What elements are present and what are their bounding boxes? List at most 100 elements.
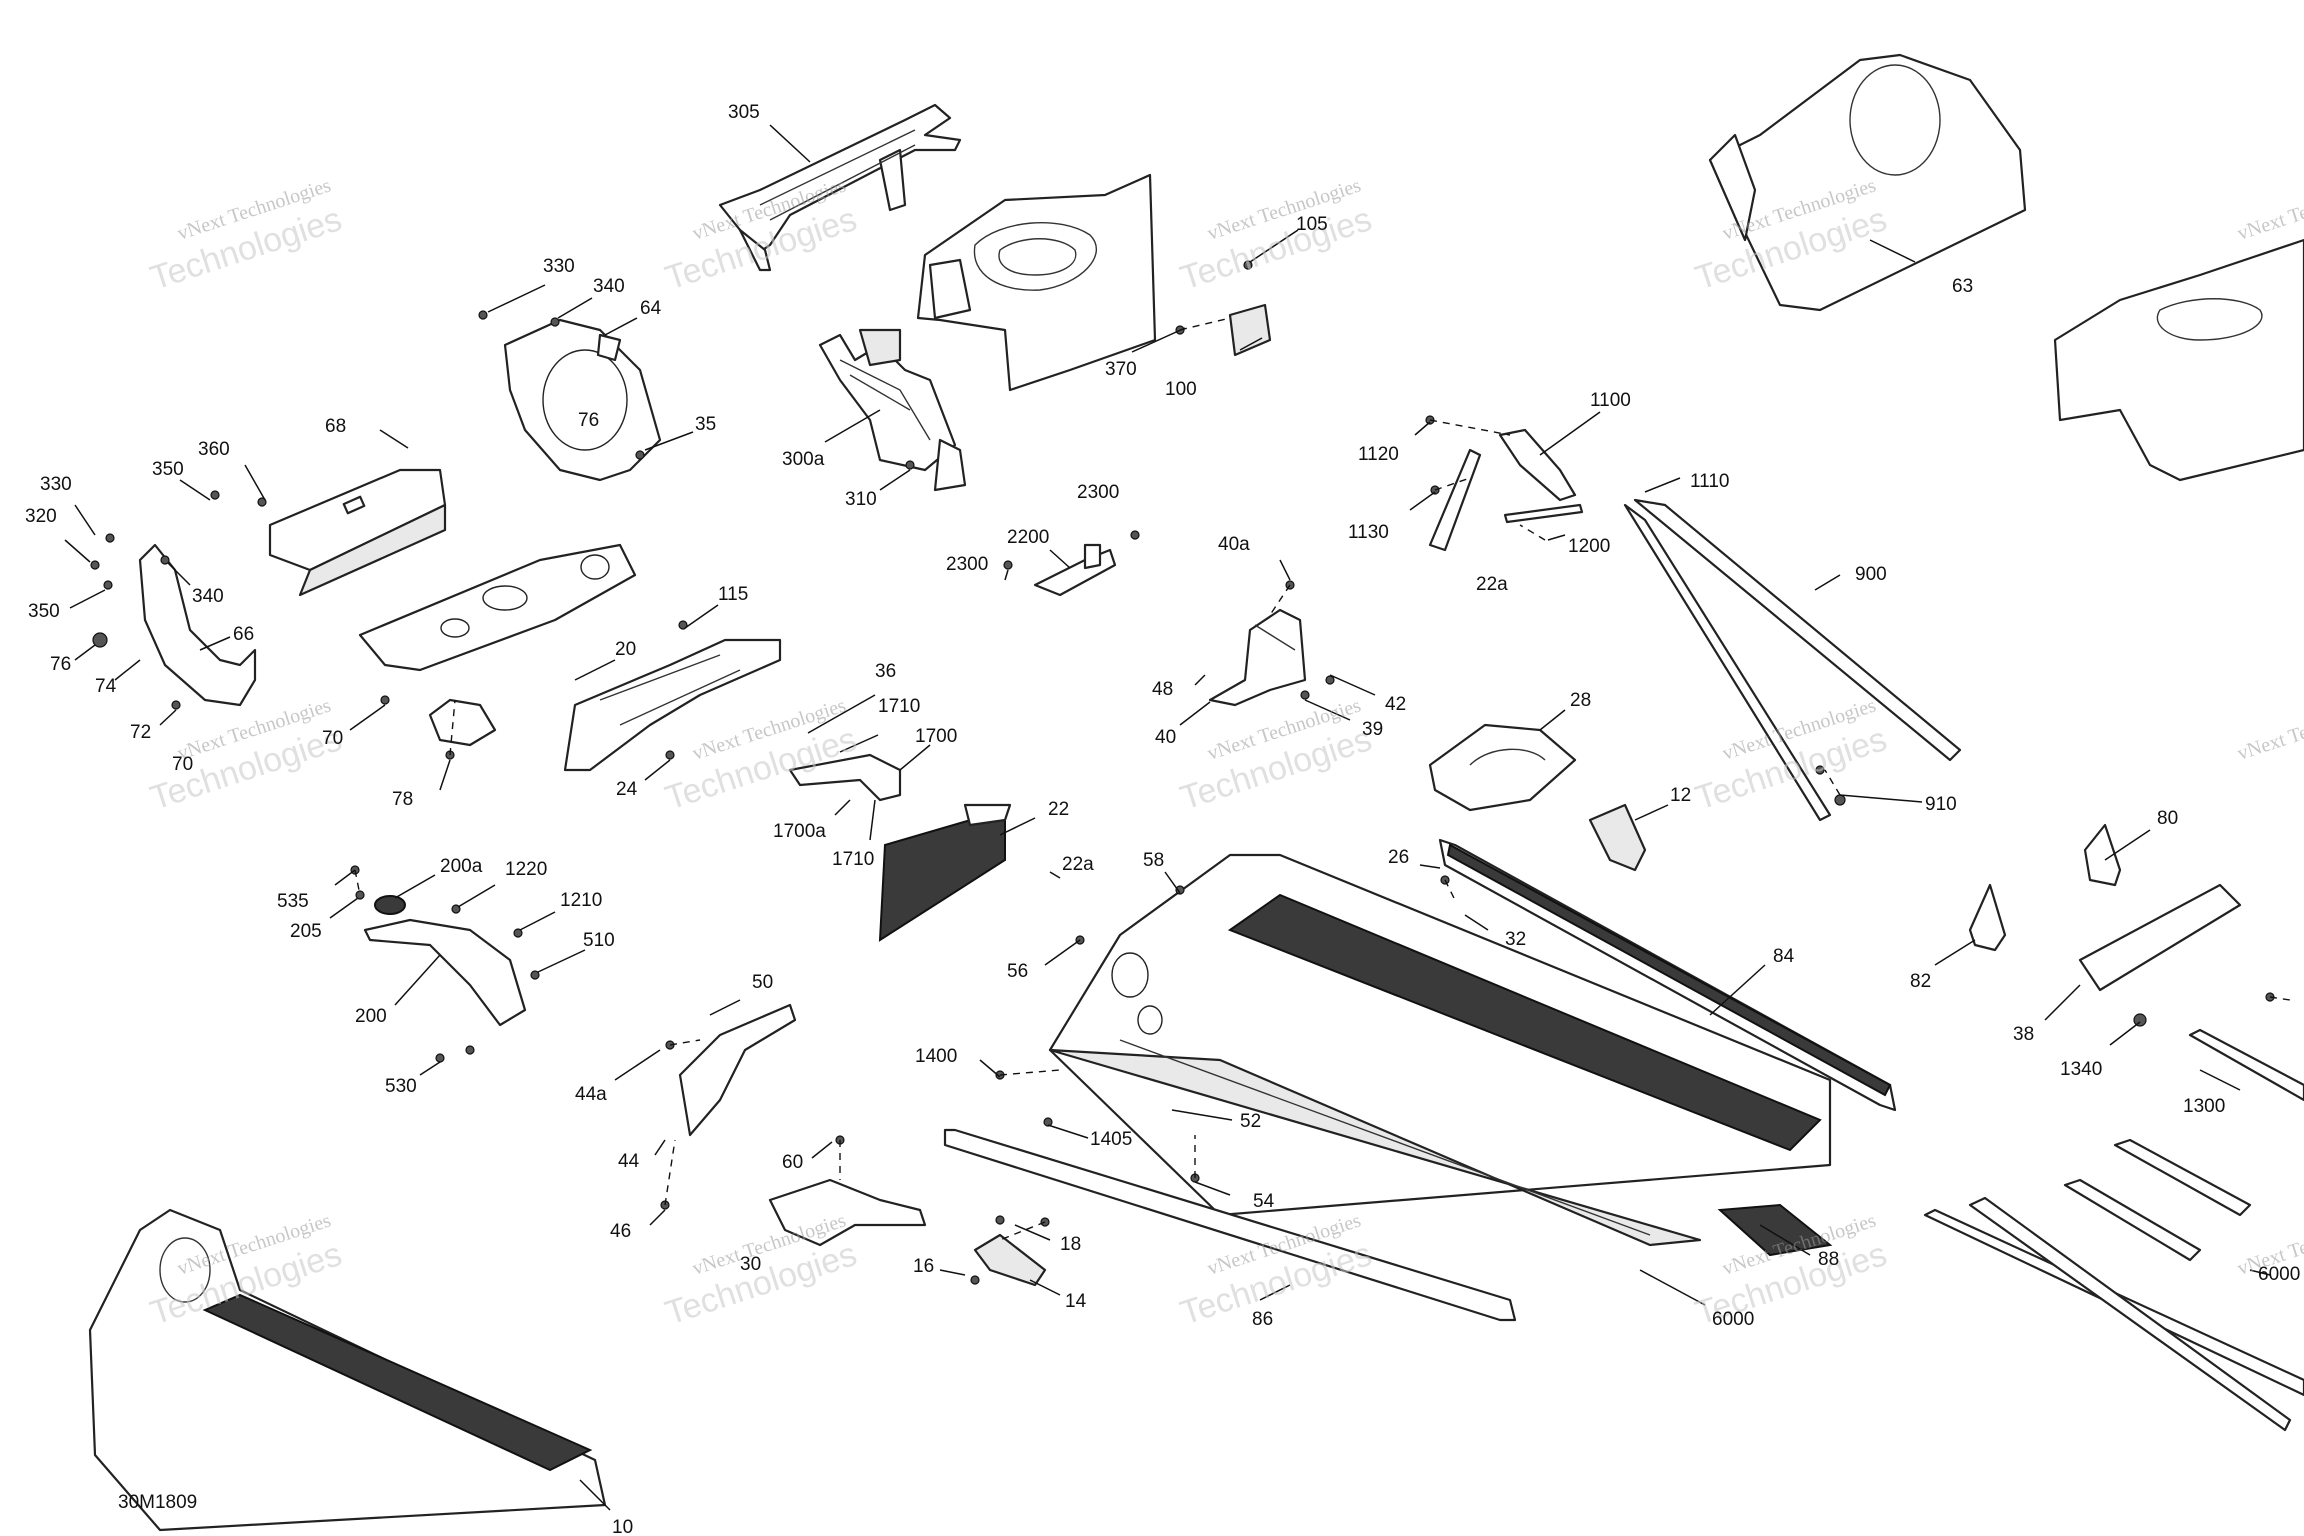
callout-330: 330 <box>40 474 72 495</box>
callout-86: 86 <box>1252 1309 1273 1330</box>
part-2200-bracket <box>1033 543 1117 597</box>
part-tunnel-main <box>1048 853 1832 1247</box>
part-44-bracket <box>678 1003 797 1137</box>
watermark-text: vNext Technologies <box>2235 694 2304 764</box>
callout-58: 58 <box>1143 850 1164 871</box>
part-38-cross-member <box>2078 883 2242 992</box>
callout-1710: 1710 <box>832 849 874 870</box>
callout-26: 26 <box>1388 847 1409 868</box>
callout-52: 52 <box>1240 1111 1261 1132</box>
callout-14: 14 <box>1065 1291 1087 1312</box>
part-10-assembled-chassis <box>88 1208 607 1532</box>
callout-1130: 1130 <box>1348 522 1389 543</box>
callout-300a: 300a <box>782 449 825 470</box>
callout-105: 105 <box>1296 214 1328 235</box>
leader-lines <box>64 124 2271 1511</box>
callout-70: 70 <box>322 728 343 749</box>
callout-76: 76 <box>578 410 599 431</box>
callout-6000: 6000 <box>1712 1309 1754 1330</box>
part-80-82-brackets <box>1968 823 2122 952</box>
callout-66: 66 <box>233 624 254 645</box>
callout-370: 370 <box>1105 359 1137 380</box>
part-20-tray <box>563 638 782 772</box>
callout-22: 22 <box>1048 799 1069 820</box>
callout-40: 40 <box>1155 727 1176 748</box>
callout-22a: 22a <box>1476 574 1508 595</box>
callout-305: 305 <box>728 102 760 123</box>
callout-64: 64 <box>640 298 662 319</box>
callout-10: 10 <box>612 1517 633 1536</box>
callout-32: 32 <box>1505 929 1526 950</box>
callout-2300: 2300 <box>946 554 988 575</box>
callout-2300: 2300 <box>1077 482 1119 503</box>
part-40-mount <box>1208 608 1307 707</box>
callout-38: 38 <box>2013 1024 2034 1045</box>
callout-1700: 1700 <box>915 726 957 747</box>
callout-1400: 1400 <box>915 1046 957 1067</box>
callout-28: 28 <box>1570 690 1591 711</box>
callout-1200: 1200 <box>1568 536 1610 557</box>
callout-76: 76 <box>50 654 71 675</box>
callout-350: 350 <box>28 601 60 622</box>
callout-900: 900 <box>1855 564 1887 585</box>
callout-63: 63 <box>1952 276 1973 297</box>
callout-36: 36 <box>875 661 896 682</box>
part-22-intercooler <box>878 803 1012 942</box>
callout-39: 39 <box>1362 719 1383 740</box>
drawing-code: 30M1809 <box>118 1492 197 1513</box>
callout-530: 530 <box>385 1076 417 1097</box>
callout-82: 82 <box>1910 971 1931 992</box>
callout-340: 340 <box>192 586 224 607</box>
part-64-bulkhead <box>503 318 662 482</box>
callout-1220: 1220 <box>505 859 547 880</box>
callout-22a: 22a <box>1062 854 1094 875</box>
part-200-pedal <box>363 895 527 1027</box>
callout-100: 100 <box>1165 379 1197 400</box>
callout-24: 24 <box>616 779 638 800</box>
callout-46: 46 <box>610 1221 631 1242</box>
callout-310: 310 <box>845 489 877 510</box>
callout-320: 320 <box>25 506 57 527</box>
part-right-frame <box>2053 238 2304 482</box>
part-central-frame <box>916 173 1272 392</box>
callout-2200: 2200 <box>1007 527 1049 548</box>
callout-30: 30 <box>740 1254 761 1275</box>
watermark-text: vNext Technologies <box>2235 174 2304 244</box>
callout-360: 360 <box>198 439 230 460</box>
callout-42: 42 <box>1385 694 1406 715</box>
callout-72: 72 <box>130 722 151 743</box>
callout-12: 12 <box>1670 785 1691 806</box>
part-68-cover <box>268 468 447 597</box>
callout-70: 70 <box>172 754 193 775</box>
part-88-step <box>1717 1203 1833 1257</box>
callout-16: 16 <box>913 1256 934 1277</box>
callout-1300: 1300 <box>2183 1096 2225 1117</box>
part-14-footrest <box>973 1233 1047 1287</box>
callout-1700a: 1700a <box>773 821 826 842</box>
callout-1405: 1405 <box>1090 1129 1132 1150</box>
callout-88: 88 <box>1818 1249 1839 1270</box>
callout-510: 510 <box>583 930 615 951</box>
callout-44a: 44a <box>575 1084 607 1105</box>
part-1700-bracket <box>788 753 902 802</box>
callout-40a: 40a <box>1218 534 1250 555</box>
callout-20: 20 <box>615 639 636 660</box>
callout-1120: 1120 <box>1358 444 1399 465</box>
part-63-frame <box>1708 53 2027 312</box>
part-12-holder <box>1588 803 1647 872</box>
callout-1710: 1710 <box>878 696 920 717</box>
part-84-running-board <box>1438 838 1897 1112</box>
callout-200a: 200a <box>440 856 483 877</box>
callout-60: 60 <box>782 1152 803 1173</box>
part-86-running-board <box>943 1128 1517 1322</box>
callout-6000: 6000 <box>2258 1264 2300 1285</box>
part-28-bracket <box>1428 723 1577 812</box>
callout-1100: 1100 <box>1590 390 1631 411</box>
callout-68: 68 <box>325 416 346 437</box>
part-70-floor <box>358 543 637 747</box>
callout-44: 44 <box>618 1151 640 1172</box>
callout-50: 50 <box>752 972 773 993</box>
callout-340: 340 <box>593 276 625 297</box>
part-305-steering-support <box>718 103 962 272</box>
